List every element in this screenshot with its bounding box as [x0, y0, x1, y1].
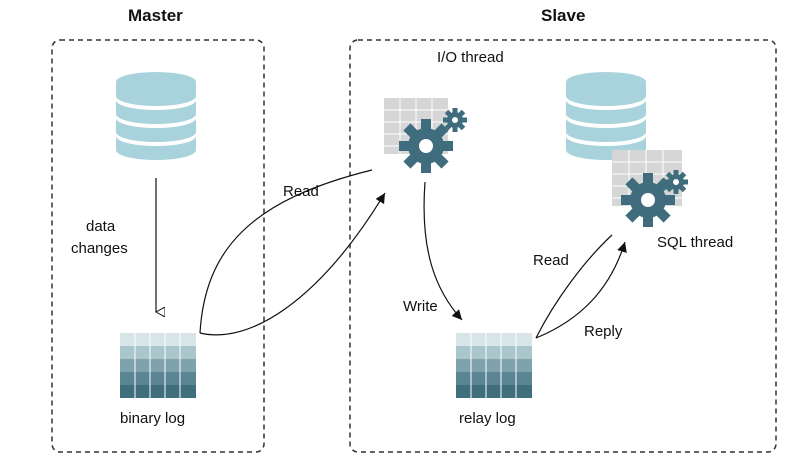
read-label-master: Read — [283, 183, 319, 200]
relay-log-label: relay log — [459, 410, 516, 427]
data-changes-label-line2: changes — [71, 240, 128, 257]
io-thread-icon — [384, 98, 467, 173]
binary-log-label: binary log — [120, 410, 186, 427]
read-curve-slave — [535, 234, 613, 339]
master-database-icon — [116, 72, 196, 160]
read-curve-master — [199, 169, 373, 334]
data-changes-label-line1: data — [86, 218, 116, 235]
reply-label: Reply — [584, 323, 623, 340]
relay-log-icon — [456, 333, 532, 398]
sql-thread-label: SQL thread — [657, 234, 734, 251]
read-label-slave: Read — [533, 252, 569, 269]
master-title: Master — [128, 6, 183, 25]
io-thread-label: I/O thread — [437, 49, 504, 66]
write-curve — [423, 181, 463, 321]
write-label: Write — [403, 298, 438, 315]
slave-database-icon — [566, 72, 646, 160]
reply-curve — [535, 241, 627, 339]
master-box — [51, 39, 265, 453]
read-curve-return — [199, 192, 386, 336]
sql-thread-icon — [612, 150, 688, 227]
binary-log-icon — [120, 333, 196, 398]
slave-box — [349, 39, 777, 453]
slave-title: Slave — [541, 6, 586, 25]
